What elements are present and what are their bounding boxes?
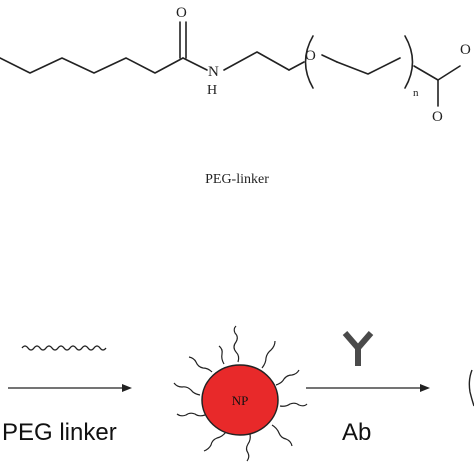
terminal-bond xyxy=(413,65,439,81)
left-bracket xyxy=(304,35,314,89)
structure-caption: PEG-linker xyxy=(205,172,269,187)
amide-bond xyxy=(182,57,208,71)
hydrogen-label: H xyxy=(207,83,217,98)
terminal-oxygen-right-label: O xyxy=(460,42,471,58)
tethered-linkers xyxy=(173,325,308,462)
terminal-oxygen-label: O xyxy=(432,109,443,125)
ether-bond-1 xyxy=(288,61,305,71)
ether-oxygen-label: O xyxy=(305,48,316,64)
antibody-icon xyxy=(342,331,374,366)
right-bracket xyxy=(404,35,414,89)
carbonyl-oxygen-label: O xyxy=(176,5,187,21)
terminal-bond-up xyxy=(437,65,461,81)
step1-arrow xyxy=(8,384,132,392)
nanoparticle-group: NP xyxy=(173,325,308,462)
peg-linker-structure xyxy=(0,21,461,107)
ether-bond-2 xyxy=(321,54,338,63)
step2-label: Ab xyxy=(342,419,371,446)
repeat-subscript-label: n xyxy=(413,87,419,99)
nanoparticle-label: NP xyxy=(232,393,249,408)
nitrogen-label: N xyxy=(208,64,219,80)
step2-arrow xyxy=(306,384,430,392)
ethyl-chain xyxy=(223,51,290,71)
peg-linker-wave xyxy=(21,345,107,351)
peg-repeat-chain xyxy=(336,57,401,75)
alkyl-chain xyxy=(0,57,184,74)
partial-next-element xyxy=(468,369,474,407)
nanoparticle-core xyxy=(201,364,279,436)
step1-label: PEG linker xyxy=(2,419,117,446)
